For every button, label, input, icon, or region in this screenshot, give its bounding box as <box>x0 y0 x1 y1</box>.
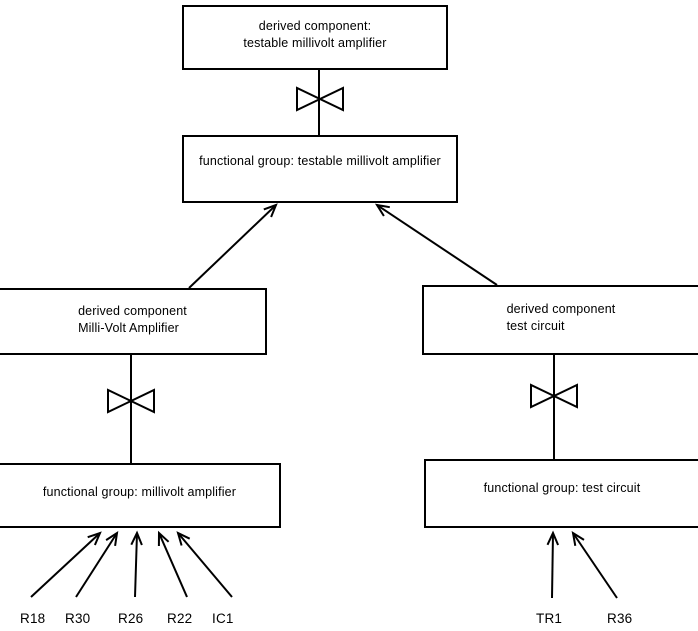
leaf-label-r18: R18 <box>20 611 46 626</box>
arrow-r26-to-functional-group-millivolt-amplifier <box>130 530 143 598</box>
derived-component-testable-millivolt-amplifier[interactable]: derived component: testable millivolt am… <box>182 5 448 70</box>
bowtie-connector-left <box>107 355 155 463</box>
arrow-test-circuit-to-functional-group <box>374 203 498 286</box>
arrow-milli-volt-amplifier-to-functional-group-line <box>188 204 277 289</box>
leaf-label-r26: R26 <box>118 611 144 626</box>
arrow-r18-to-functional-group-millivolt-amplifier <box>30 531 102 598</box>
arrow-milli-volt-amplifier-to-functional-group <box>188 203 278 289</box>
arrow-r36-to-functional-group-test-circuit <box>571 530 618 599</box>
bowtie-connector-top <box>296 70 344 135</box>
arrow-test-circuit-to-functional-group-arrowhead-icon <box>374 203 390 217</box>
arrow-tr1-to-functional-group-test-circuit-line <box>551 532 554 599</box>
arrow-r26-to-functional-group-millivolt-amplifier-line <box>134 532 138 598</box>
functional-group-millivolt-amplifier[interactable]: functional group: millivolt amplifier <box>0 463 281 528</box>
arrow-r30-to-functional-group-millivolt-amplifier-line <box>75 532 118 598</box>
bowtie-connector-top-right-triangle-icon <box>317 86 344 112</box>
leaf-label-tr1: TR1 <box>536 611 563 626</box>
derived-component-milli-volt-amplifier-label: derived component Milli-Volt Amplifier <box>78 303 187 335</box>
arrow-r30-to-functional-group-millivolt-amplifier <box>75 530 119 598</box>
arrow-milli-volt-amplifier-to-functional-group-arrowhead-icon <box>263 203 278 218</box>
arrow-r26-to-functional-group-millivolt-amplifier-arrowhead-icon <box>130 530 143 546</box>
functional-group-test-circuit-label: functional group: test circuit <box>483 481 641 495</box>
arrow-r30-to-functional-group-millivolt-amplifier-arrowhead-icon <box>105 530 119 547</box>
bowtie-connector-right-right-triangle-icon <box>551 383 578 409</box>
bowtie-connector-top-left-triangle-icon <box>296 86 323 112</box>
arrow-r18-to-functional-group-millivolt-amplifier-arrowhead-icon <box>87 531 102 546</box>
arrow-tr1-to-functional-group-test-circuit-arrowhead-icon <box>546 530 560 546</box>
arrow-r22-to-functional-group-millivolt-amplifier <box>157 530 188 598</box>
functional-group-test-circuit[interactable]: functional group: test circuit <box>424 459 698 528</box>
arrow-tr1-to-functional-group-test-circuit <box>546 530 560 599</box>
arrow-ic1-to-functional-group-millivolt-amplifier <box>176 531 233 598</box>
derived-component-testable-millivolt-amplifier-label: derived component: testable millivolt am… <box>243 18 387 50</box>
arrow-r36-to-functional-group-test-circuit-line <box>572 532 618 599</box>
leaf-label-r22: R22 <box>167 611 193 626</box>
leaf-label-r30: R30 <box>65 611 91 626</box>
arrow-r22-to-functional-group-millivolt-amplifier-line <box>158 532 188 598</box>
arrow-r36-to-functional-group-test-circuit-arrowhead-icon <box>571 530 585 546</box>
bowtie-connector-left-left-triangle-icon <box>107 388 134 414</box>
derived-component-test-circuit[interactable]: derived component test circuit <box>422 285 698 355</box>
bowtie-connector-left-right-triangle-icon <box>128 388 155 414</box>
leaf-label-r36: R36 <box>607 611 633 626</box>
bowtie-connector-right <box>530 355 578 459</box>
arrow-r18-to-functional-group-millivolt-amplifier-line <box>30 532 101 598</box>
functional-group-millivolt-amplifier-label: functional group: millivolt amplifier <box>42 485 237 499</box>
derived-component-milli-volt-amplifier[interactable]: derived component Milli-Volt Amplifier <box>0 288 267 355</box>
derived-component-test-circuit-label: derived component test circuit <box>506 302 616 333</box>
arrow-ic1-to-functional-group-millivolt-amplifier-arrowhead-icon <box>176 531 191 546</box>
bowtie-connector-right-left-triangle-icon <box>530 383 557 409</box>
functional-group-testable-millivolt-amplifier[interactable]: functional group: testable millivolt amp… <box>182 135 458 203</box>
arrow-r22-to-functional-group-millivolt-amplifier-arrowhead-icon <box>157 530 170 547</box>
functional-group-testable-millivolt-amplifier-label: functional group: testable millivolt amp… <box>199 153 441 168</box>
arrow-test-circuit-to-functional-group-line <box>376 204 498 286</box>
leaf-label-ic1: IC1 <box>212 611 234 626</box>
arrow-ic1-to-functional-group-millivolt-amplifier-line <box>177 532 233 598</box>
